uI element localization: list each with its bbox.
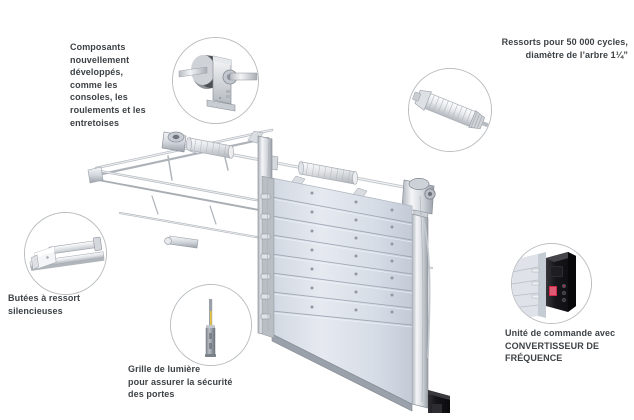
inset-spring-buffer xyxy=(24,212,107,295)
callout-components-text: Composants nouvellement développés, comm… xyxy=(70,42,146,128)
callout-light-grid-text: Grille de lumière pour assurer la sécuri… xyxy=(128,364,233,400)
inset-torsion-spring xyxy=(408,68,492,152)
lift-cables xyxy=(266,141,424,403)
cable-drum-left xyxy=(161,131,187,153)
door-panel-sections xyxy=(271,177,413,412)
door-jamb-right xyxy=(411,213,429,409)
control-unit-on-door xyxy=(428,390,450,413)
torsion-spring-left xyxy=(186,137,234,159)
panel-rivets xyxy=(310,191,394,314)
callout-control-unit-text: Unité de commande avec CONVERTISSEUR DE … xyxy=(505,328,616,364)
inset-cable-drum-console xyxy=(172,37,259,124)
cable-conduit xyxy=(423,221,431,359)
torsion-spring-right xyxy=(298,161,358,185)
callout-spring-buffers-text: Butées à ressort silencieuses xyxy=(8,293,81,316)
garage-door-illustration xyxy=(0,118,520,413)
inset-control-unit xyxy=(511,243,592,324)
inset-light-grid xyxy=(170,284,252,366)
callout-springs-text: Ressorts pour 50 000 cycles, diamètre de… xyxy=(501,37,628,60)
